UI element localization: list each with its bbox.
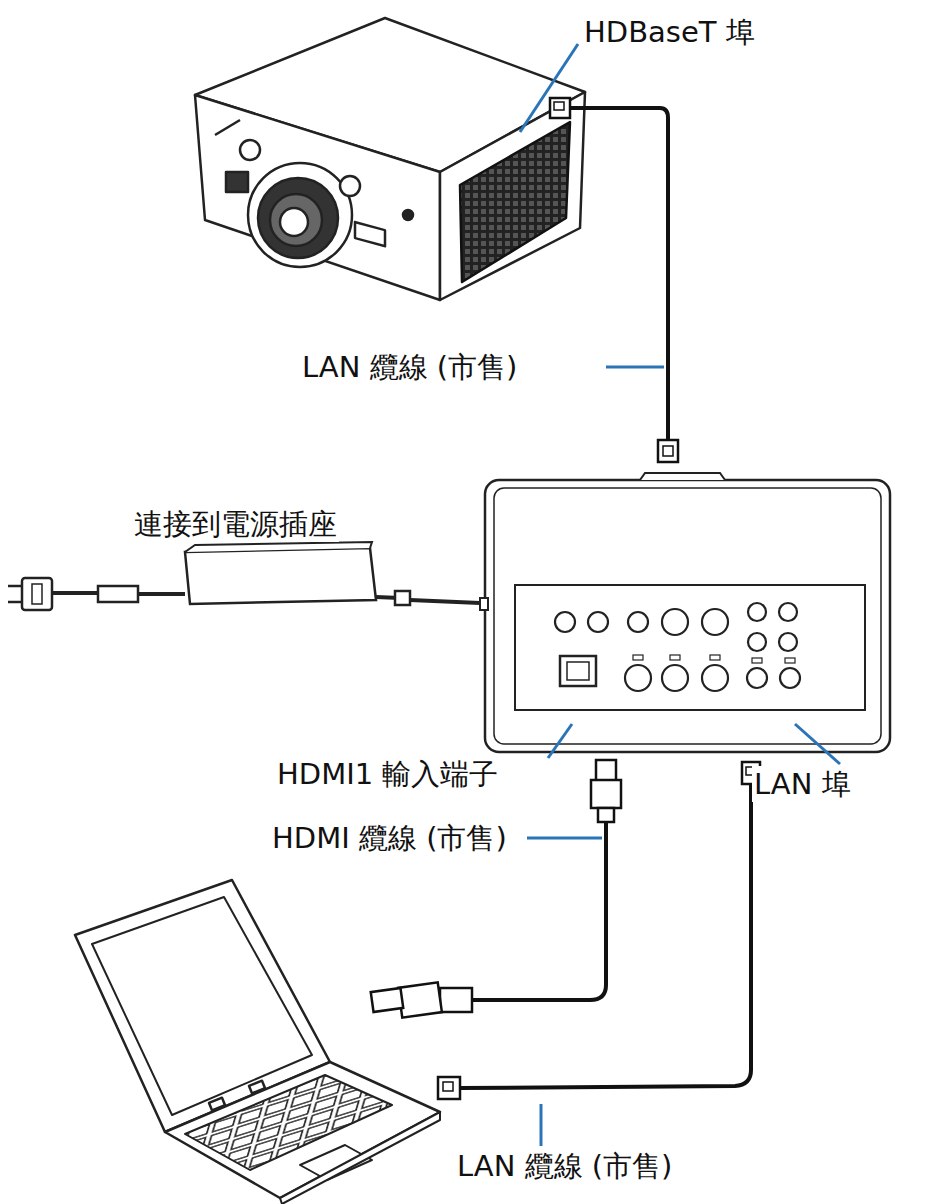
leader-lines xyxy=(520,44,840,1146)
lan-cable-top xyxy=(550,98,678,462)
callout-label: HDMI1 輸入端子 xyxy=(275,756,500,792)
callout-label: 連接到電源插座 xyxy=(132,506,339,542)
callout-label: HDBaseT 埠 xyxy=(582,14,757,50)
projector xyxy=(195,18,585,300)
callout-label: LAN 纜線 (市售) xyxy=(455,1148,674,1184)
hdmi-cable xyxy=(371,760,621,1018)
hdbaset-transmitter xyxy=(480,473,890,752)
callout-label: HDMI 纜線 (市售) xyxy=(270,820,509,856)
callout-label: LAN 埠 xyxy=(752,766,853,802)
power-adapter xyxy=(8,542,480,610)
callout-label: LAN 纜線 (市售) xyxy=(300,349,519,385)
lan-cable-bottom xyxy=(438,762,760,1099)
laptop xyxy=(75,880,440,1204)
